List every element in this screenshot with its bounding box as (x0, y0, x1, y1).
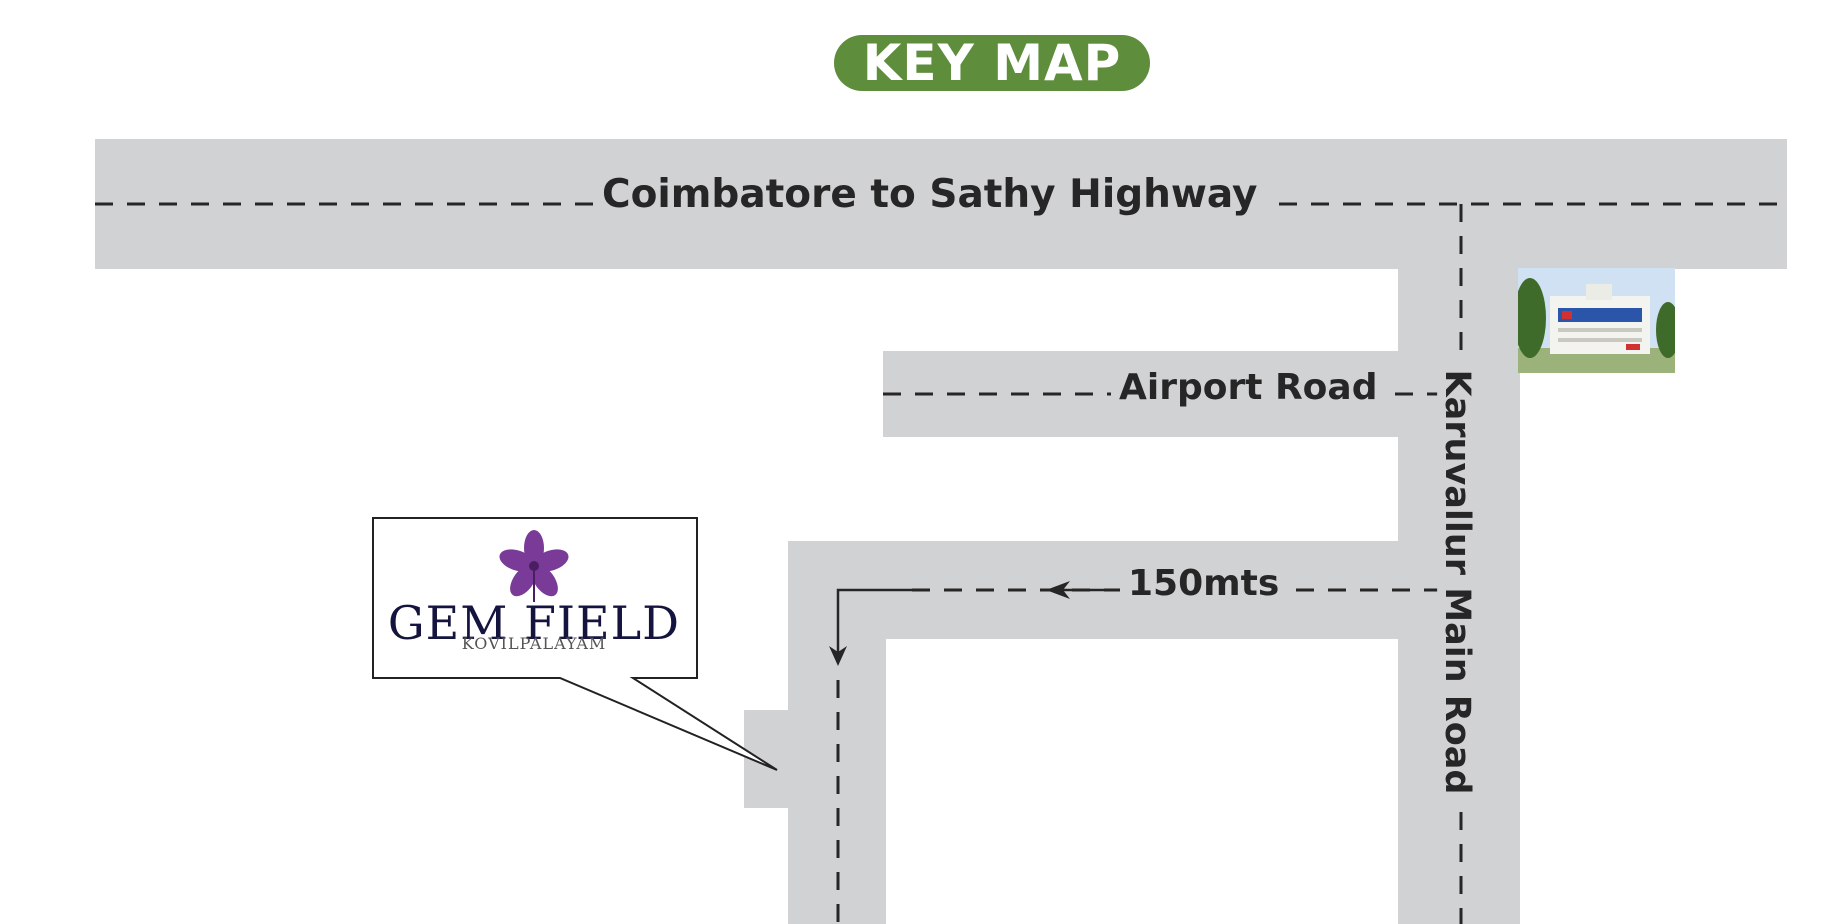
brand-location: KOVILPALAYAM (461, 634, 607, 653)
highway-label: Coimbatore to Sathy Highway (594, 173, 1266, 217)
key-map-title: KEY MAP (834, 34, 1150, 92)
arrow-down-icon (829, 646, 847, 666)
route-arrow (836, 588, 912, 656)
building-icon (1518, 268, 1675, 373)
karuvallur-road-label: Karuvallur Main Road (1436, 363, 1478, 801)
logo-callout-bubble (372, 517, 778, 771)
airport-road-label: Airport Road (1111, 368, 1386, 408)
arrow-left-icon (1046, 581, 1070, 599)
landmark-building-photo (1518, 268, 1675, 373)
gem-field-logo: GEM FIELD KOVILPALAYAM (373, 518, 695, 676)
brand-name: GEM FIELD (387, 596, 681, 650)
distance-label: 150mts (1120, 564, 1288, 604)
flower-icon (499, 530, 569, 602)
